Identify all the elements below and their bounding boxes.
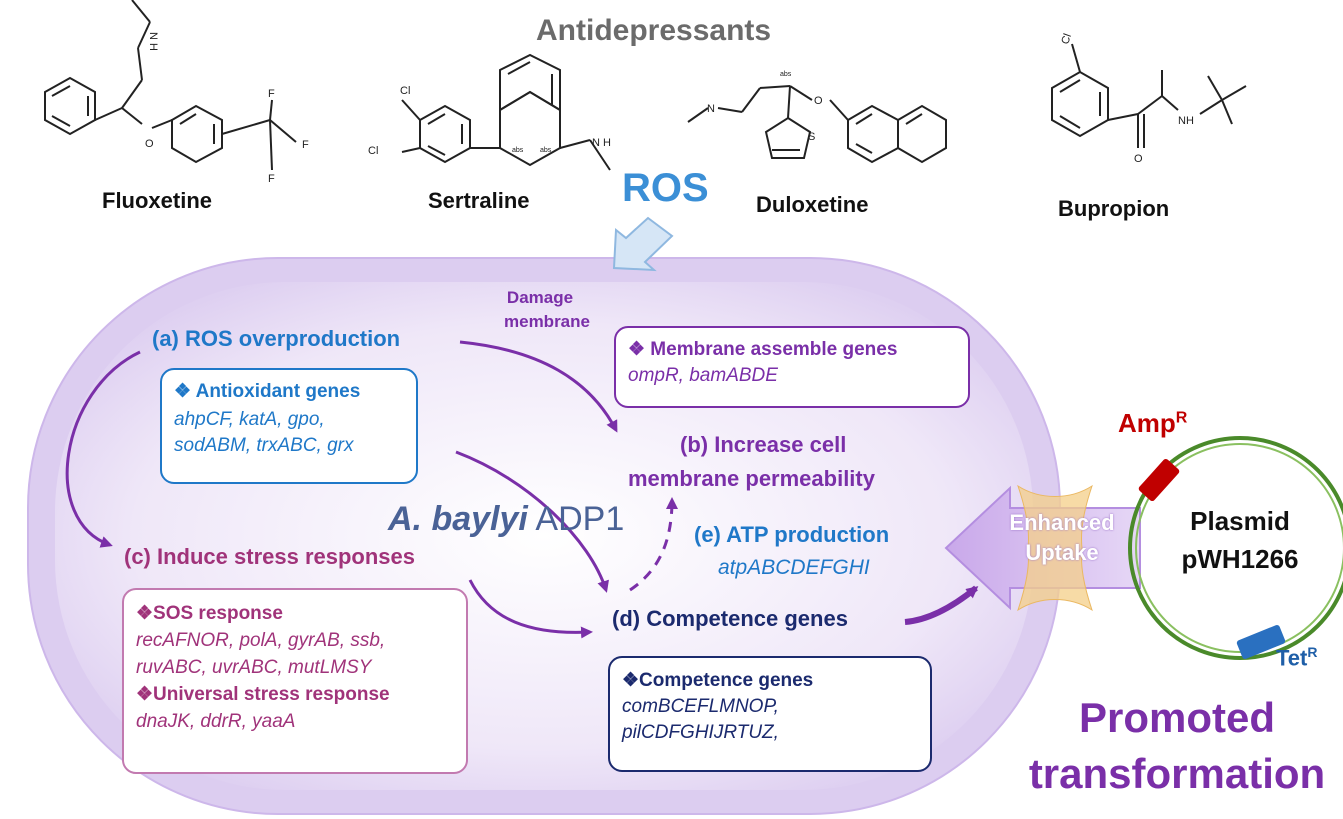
fluoxetine-f2-label: F <box>302 139 309 151</box>
antioxidant-genes-box: ❖ Antioxidant genes ahpCF, katA, gpo, so… <box>160 368 418 484</box>
figure-title: Antidepressants <box>536 14 772 47</box>
enhanced-uptake-label: Enhanced Uptake <box>1009 510 1115 565</box>
antioxidant-box-title: ❖ Antioxidant genes <box>174 381 361 402</box>
arrow-a-to-b <box>459 340 618 433</box>
stress-response-box: ❖SOS response recAFNOR, polA, gyrAB, ssb… <box>122 588 468 774</box>
fluoxetine-o-label: O <box>145 138 154 150</box>
node-e-atp-production: (e) ATP production <box>694 522 890 547</box>
sertraline-abs1-label: abs <box>512 147 524 154</box>
competence-box-title: ❖Competence genes <box>622 670 814 691</box>
fluoxetine-nh-label: N H <box>147 32 159 51</box>
node-d-competence-genes: (d) Competence genes <box>612 606 848 631</box>
sertraline-cl1-label: Cl <box>400 85 410 97</box>
atp-gene-list: atpABCDEFGHI <box>718 556 870 579</box>
bupropion-nh-label: NH <box>1178 115 1194 127</box>
fluoxetine-f1-label: F <box>268 88 275 100</box>
antioxidant-gene-line-1: ahpCF, katA, gpo, <box>174 409 325 430</box>
arrow-d-to-b-dashed <box>629 497 678 592</box>
drug-label-bupropion: Bupropion <box>1058 196 1170 221</box>
membrane-pore-icon <box>1017 484 1093 612</box>
amp-resistance-label: AmpR <box>1118 408 1188 438</box>
membrane-gene-line-1: ompR, bamABDE <box>628 365 778 386</box>
plasmid-icon <box>1128 436 1343 660</box>
sertraline-abs2-label: abs <box>540 147 552 154</box>
fluoxetine-molecule <box>44 0 297 171</box>
arrow-a-to-c <box>65 350 141 548</box>
universal-stress-title: ❖Universal stress response <box>136 684 390 705</box>
duloxetine-abs-label: abs <box>780 71 792 78</box>
tet-resistance-label: TetR <box>1276 644 1318 671</box>
duloxetine-n-label: N <box>707 103 715 115</box>
organism-label: A. baylyi ADP1 <box>388 500 625 538</box>
arrow-c-to-d <box>468 579 593 639</box>
bupropion-molecule <box>1051 43 1247 148</box>
ros-label: ROS <box>622 166 709 210</box>
duloxetine-molecule <box>687 85 947 164</box>
ros-arrow-icon <box>612 216 674 272</box>
node-a-ros-overproduction: (a) ROS overproduction <box>152 326 401 351</box>
antioxidant-gene-line-2: sodABM, trxABC, grx <box>174 435 354 456</box>
competence-genes-box: ❖Competence genes comBCEFLMNOP, pilCDFGH… <box>608 656 932 772</box>
bupropion-cl-label: Cl <box>1059 32 1074 46</box>
duloxetine-o-label: O <box>814 95 823 107</box>
tet-resistance-gene <box>1236 625 1286 659</box>
sos-response-title: ❖SOS response <box>136 603 283 624</box>
sertraline-molecule <box>401 53 611 171</box>
drug-label-sertraline: Sertraline <box>428 188 530 213</box>
competence-gene-line-1: comBCEFLMNOP, <box>622 696 779 717</box>
node-c-stress-responses: (c) Induce stress responses <box>124 544 416 569</box>
sos-gene-line-2: ruvABC, uvrABC, mutLMSY <box>136 657 372 678</box>
membrane-genes-box: ❖ Membrane assemble genes ompR, bamABDE <box>614 326 970 408</box>
sertraline-nh-label: N H <box>592 137 611 149</box>
plasmid-name-label: Plasmid pWH1266 <box>1181 506 1299 574</box>
node-b-line1: (b) Increase cell <box>680 432 847 457</box>
universal-stress-gene-line: dnaJK, ddrR, yaaA <box>136 711 296 732</box>
sertraline-cl2-label: Cl <box>368 145 378 157</box>
bupropion-o-label: O <box>1134 153 1143 165</box>
arrow-antioxidant-to-d <box>455 450 609 593</box>
fluoxetine-f3-label: F <box>268 173 275 185</box>
amp-resistance-gene <box>1138 458 1180 502</box>
competence-gene-line-2: pilCDFGHIJRTUZ, <box>622 722 779 743</box>
pathway-arrows <box>65 340 979 639</box>
sos-gene-line-1: recAFNOR, polA, gyrAB, ssb, <box>136 630 386 651</box>
node-b-line2: membrane permeability <box>628 466 875 491</box>
drug-label-fluoxetine: Fluoxetine <box>102 188 213 213</box>
duloxetine-s-label: S <box>808 131 815 143</box>
membrane-box-title: ❖ Membrane assemble genes <box>628 339 898 360</box>
damage-membrane-label: Damage membrane <box>504 288 590 331</box>
drug-label-duloxetine: Duloxetine <box>756 192 869 217</box>
arrow-d-to-uptake <box>904 585 979 625</box>
promoted-transformation-label: Promoted transformation <box>1028 694 1326 797</box>
